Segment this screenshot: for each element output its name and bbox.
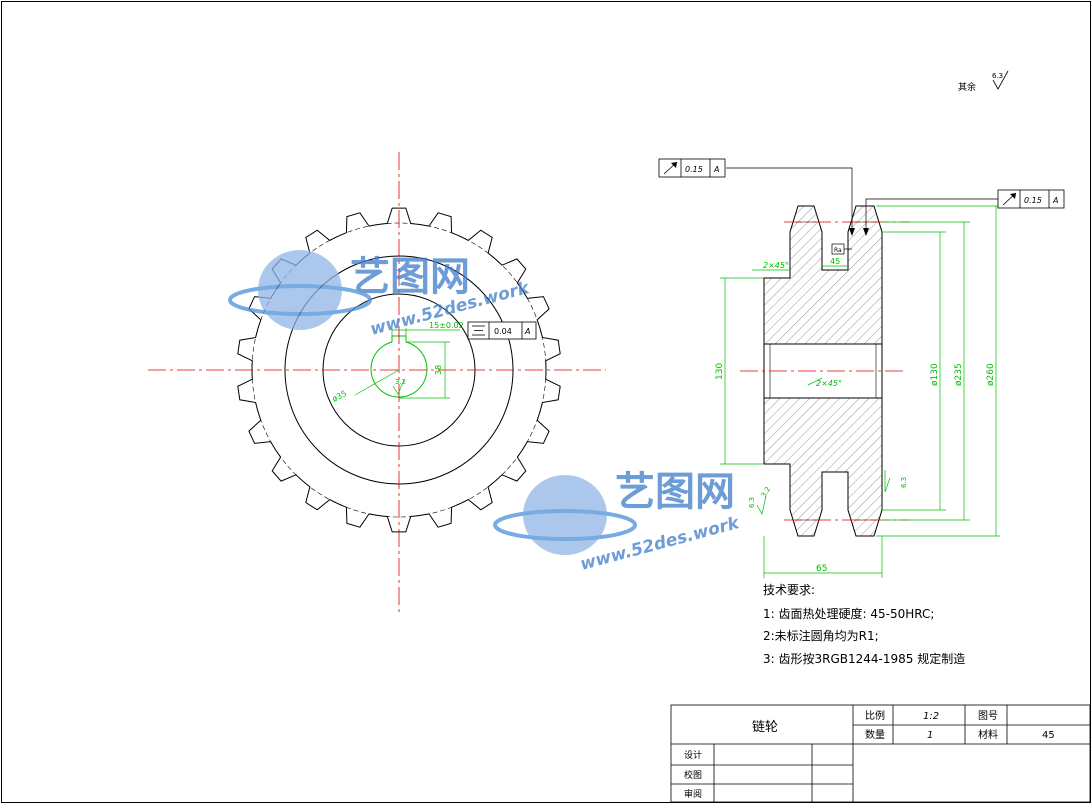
keyway-dimensions xyxy=(354,328,460,399)
chamfer-top-label: 2×45° xyxy=(763,261,789,270)
runout-arrow-icon xyxy=(1002,192,1017,206)
scale-value: 1:2 xyxy=(923,711,939,722)
tech-line-2: 2:未标注圆角均为R1; xyxy=(763,628,879,643)
bore-diameter-label: ø35 xyxy=(331,389,349,404)
watermark-brand: 艺图网 xyxy=(350,254,470,300)
datum-marker: Ra xyxy=(831,243,852,255)
technical-requirements: 技术要求: 1: 齿面热处理硬度: 45-50HRC; 2:未标注圆角均为R1;… xyxy=(763,583,965,666)
front-view: 15±0.02 38 ø35 3.2 0.04 A xyxy=(148,152,606,612)
dia-hub-label: ø130 xyxy=(930,363,940,386)
rough-right-label: 6.3 xyxy=(900,477,908,488)
tech-title: 技术要求: xyxy=(763,583,815,597)
section-dimensions xyxy=(720,205,1000,578)
rough-small-label: 3.2 xyxy=(760,485,772,499)
dia-mid-label: ø235 xyxy=(954,363,964,386)
runout-right-value: 0.15 xyxy=(1024,196,1042,205)
roughness-symbol xyxy=(992,70,1009,90)
roughness-note-label: 其余 xyxy=(958,81,976,93)
rough-left-label: 6.3 xyxy=(748,497,756,508)
bore-chamfer-label: 2×45° xyxy=(816,379,842,388)
scale-label: 比例 xyxy=(865,709,885,722)
groove-width-label: 45 xyxy=(830,257,840,266)
designer-label: 设计 xyxy=(684,749,702,761)
section-top xyxy=(763,205,883,345)
runout-right-datum: A xyxy=(1052,196,1058,205)
material-value: 45 xyxy=(1042,730,1055,741)
runout-arrow-icon xyxy=(663,161,678,175)
runout-left-value: 0.15 xyxy=(685,165,703,174)
front-centerlines xyxy=(148,152,606,612)
svg-text:Ra: Ra xyxy=(834,247,842,254)
symmetry-icon xyxy=(472,325,485,336)
bore-roughness-symbol xyxy=(392,379,405,395)
dia-outer-label: ø260 xyxy=(986,363,996,386)
general-roughness-note: 其余 6.3 xyxy=(958,70,1009,93)
title-block xyxy=(670,704,1091,803)
checker-label: 校图 xyxy=(684,769,702,781)
keyway-width-label: 15±0.02 xyxy=(429,321,464,330)
approver-label: 审阅 xyxy=(684,788,702,800)
material-label: 材料 xyxy=(978,728,998,741)
keyway-depth-label: 38 xyxy=(434,365,443,375)
watermark-lower: 艺图网 www.52des.work xyxy=(493,469,743,575)
section-view: 2×45° 45 2×45° 130 ø130 ø235 ø260 65 6.3… xyxy=(658,158,1065,578)
runout-frame-right: 0.15 A xyxy=(863,189,1065,236)
symmetry-datum: A xyxy=(524,327,530,336)
tech-line-1: 1: 齿面热处理硬度: 45-50HRC; xyxy=(763,606,934,621)
symmetry-tolerance-frame: 0.04 A xyxy=(467,321,537,340)
tech-line-3: 3: 齿形按3RGB1244-1985 规定制造 xyxy=(763,651,965,666)
symmetry-value: 0.04 xyxy=(494,327,512,336)
runout-frame-left: 0.15 A xyxy=(658,158,855,236)
runout-left-datum: A xyxy=(713,165,719,174)
qty-value: 1 xyxy=(927,730,933,741)
watermark-brand: 艺图网 xyxy=(615,469,735,515)
part-name: 链轮 xyxy=(752,720,778,735)
drawing-no-label: 图号 xyxy=(978,710,998,722)
qty-label: 数量 xyxy=(865,728,885,741)
width-label: 65 xyxy=(816,564,827,574)
hub-height-label: 130 xyxy=(715,363,725,380)
section-bottom xyxy=(763,397,883,537)
bore-roughness-label: 3.2 xyxy=(395,378,406,386)
roughness-note-value: 6.3 xyxy=(992,72,1003,80)
